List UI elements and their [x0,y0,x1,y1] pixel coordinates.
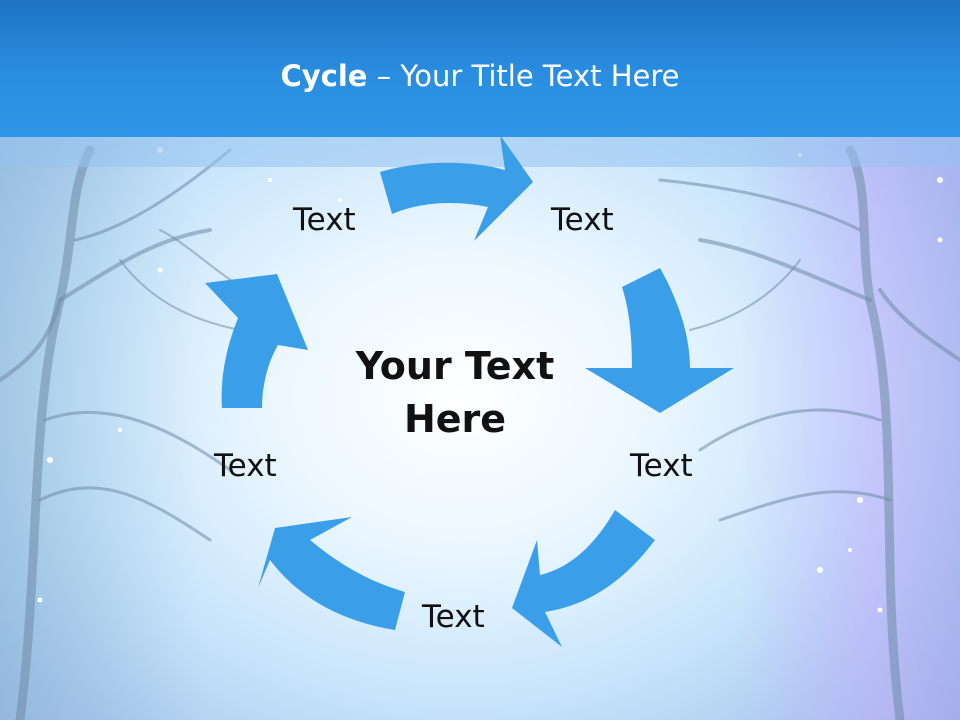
cycle-label-4[interactable]: Text [422,599,485,635]
cycle-arrow-3[interactable] [512,510,655,647]
cycle-arrow-2[interactable] [585,268,734,413]
title-rest: – Your Title Text Here [367,59,680,93]
center-text[interactable]: Your Text Here [355,344,555,441]
background-tint-right [740,137,960,720]
cycle-label-3[interactable]: Text [630,448,693,484]
cycle-arrow-5[interactable] [205,274,308,408]
cycle-label-2[interactable]: Text [551,202,614,238]
cycle-label-1[interactable]: Text [293,202,356,238]
cycle-arrow-1[interactable] [380,135,533,241]
title-bar [0,0,960,137]
cycle-arrow-4[interactable] [258,517,405,630]
title-bold: Cycle [280,59,368,93]
title-band [0,137,960,167]
slide-title[interactable]: Cycle – Your Title Text Here [0,56,960,96]
cycle-label-5[interactable]: Text [214,448,277,484]
